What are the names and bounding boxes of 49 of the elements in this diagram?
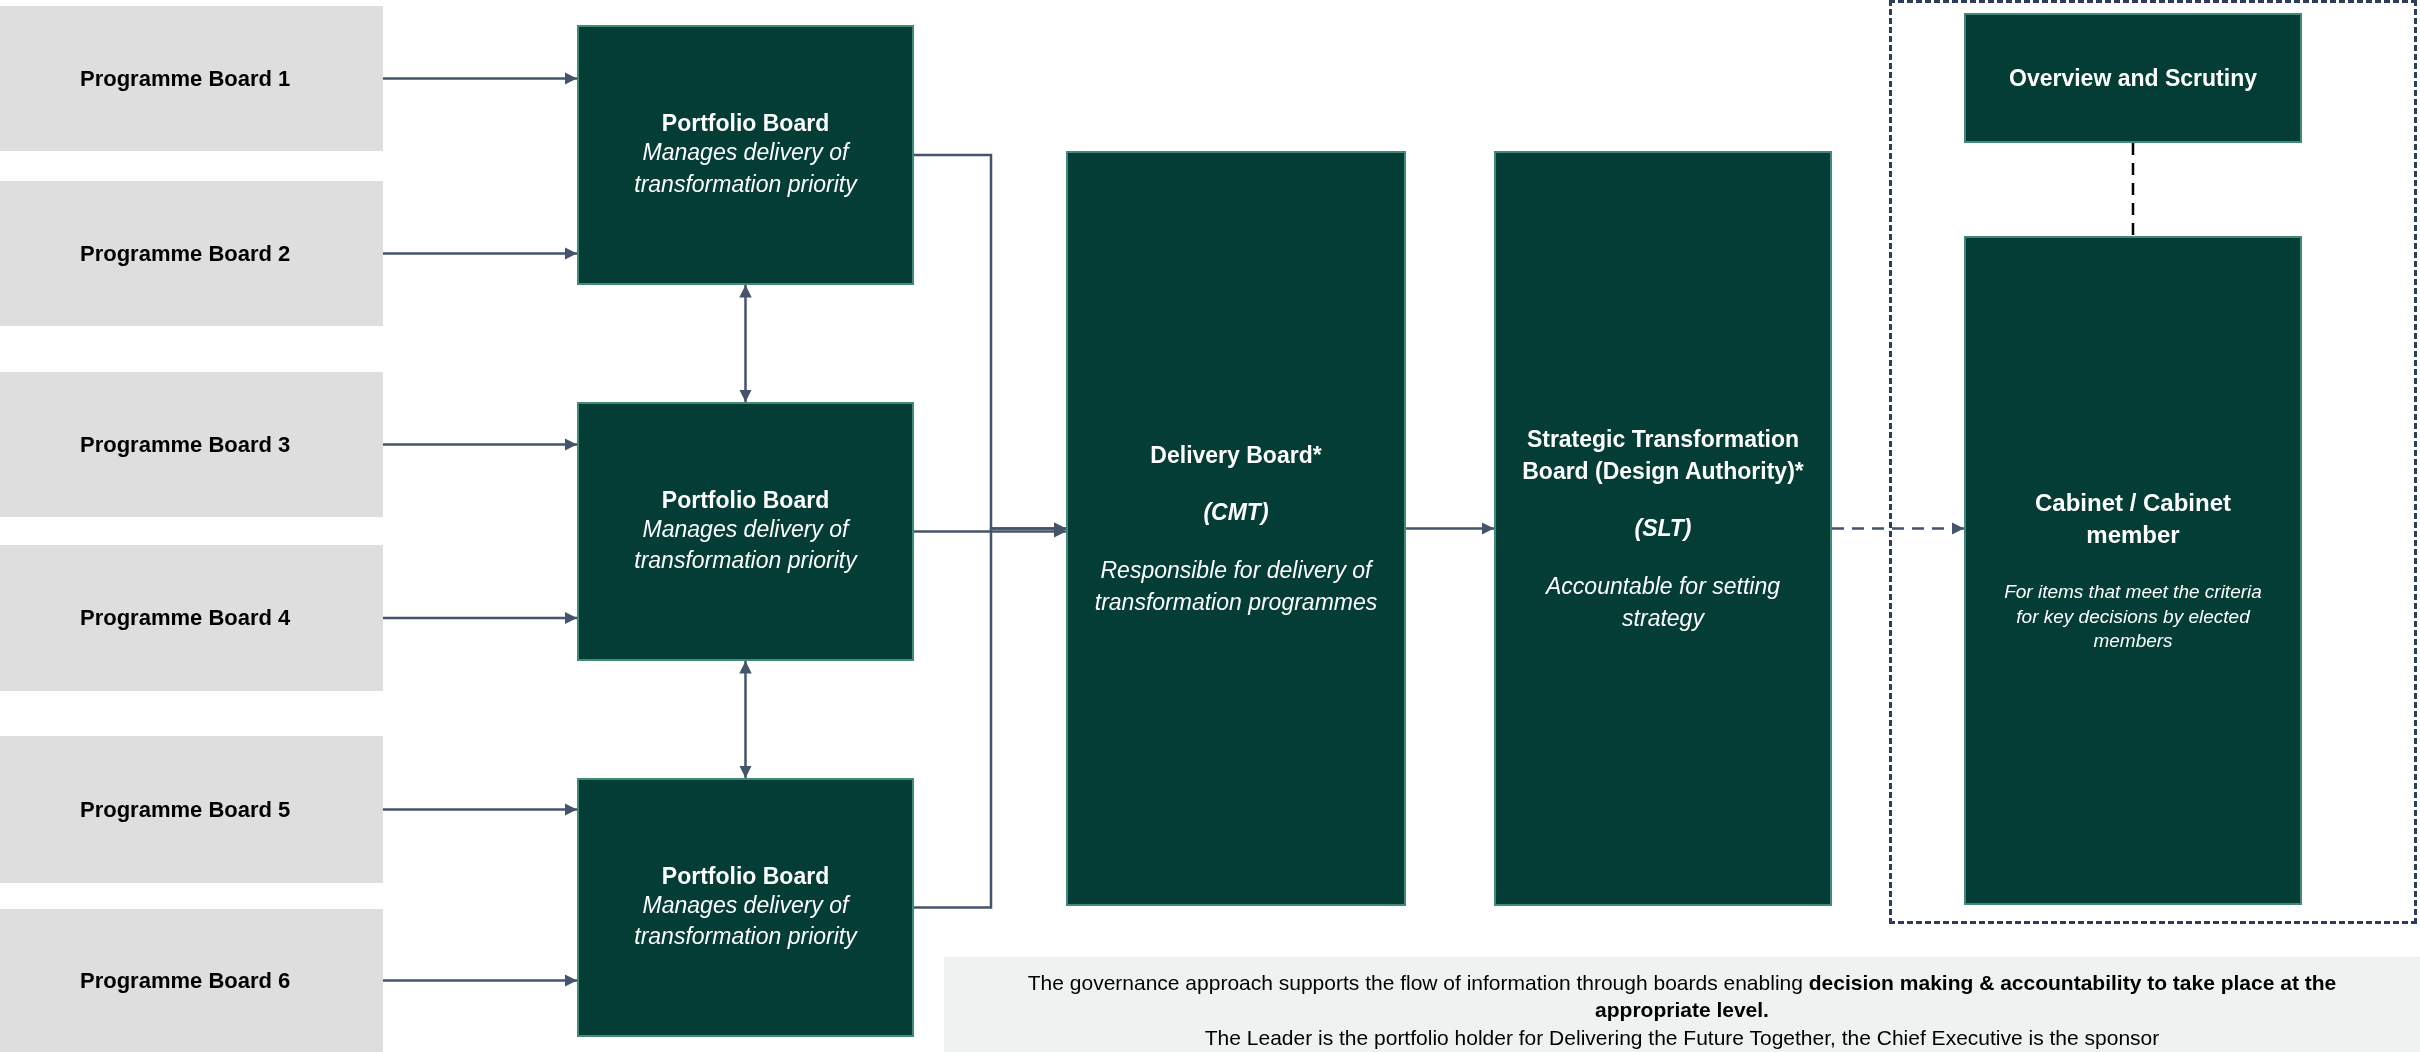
- arrow: [739, 661, 752, 778]
- board-abbreviation: (CMT): [1203, 498, 1269, 526]
- programme-board-box: [0, 181, 383, 326]
- programme-board-box: [0, 6, 383, 151]
- board-title: Programme Board 1: [80, 65, 291, 92]
- board-description: Responsible for delivery of transformation programmes: [1093, 555, 1379, 618]
- arrow: [914, 522, 1066, 909]
- arrow: [383, 438, 577, 451]
- board-box: [1066, 151, 1406, 906]
- arrow: [383, 974, 577, 987]
- programme-board-box: [0, 372, 383, 517]
- board-description: For items that meet the criteria for key decisions by elected members: [2003, 579, 2263, 654]
- board-title: Delivery Board*: [1150, 440, 1322, 470]
- portfolio-board-box: [577, 25, 914, 285]
- programme-board-box: [0, 909, 383, 1052]
- board-description: Manages delivery of transformation priority: [633, 890, 859, 951]
- arrow: [1406, 522, 1494, 535]
- board-title: Cabinet / Cabinet member: [2034, 488, 2232, 551]
- board-title: Programme Board 6: [80, 967, 291, 994]
- programme-board-box: [0, 545, 383, 691]
- board-title: Programme Board 5: [80, 796, 291, 823]
- arrow: [383, 611, 577, 625]
- board-description: Manages delivery of transformation priority: [633, 138, 859, 199]
- dashed-group-box: [1889, 0, 2417, 924]
- note-text: The governance approach supports the flow of information through boards enabling decision making & accountability to take place at the appropriate level.: [1026, 970, 2338, 1024]
- arrow: [383, 247, 577, 260]
- portfolio-board-box: [577, 778, 914, 1037]
- board-title: Portfolio Board: [661, 110, 830, 138]
- board-title: Overview and Scrutiny: [2009, 64, 2257, 92]
- board-title: Portfolio Board: [661, 862, 830, 890]
- programme-board-box: [0, 736, 383, 883]
- board-title: Strategic Transformation Board (Design Authority)*: [1521, 424, 1805, 486]
- board-title: Programme Board 3: [80, 431, 291, 458]
- arrow: [383, 803, 577, 816]
- board-title: Portfolio Board: [661, 486, 830, 514]
- board-box: [1494, 151, 1832, 906]
- connector-line: [2131, 143, 2135, 236]
- note-text: The Leader is the portfolio holder for Delivering the Future Together, the Chief Executive is the sponsor: [1204, 1024, 2160, 1051]
- board-title: Programme Board 2: [80, 240, 291, 267]
- arrow: [739, 285, 752, 402]
- board-description: Accountable for setting strategy: [1544, 572, 1781, 634]
- board-description: Manages delivery of transformation priority: [633, 514, 859, 575]
- arrow: [383, 72, 577, 85]
- portfolio-board-box: [577, 402, 914, 661]
- board-title: Programme Board 4: [80, 605, 291, 631]
- board-box: [1964, 13, 2302, 143]
- arrow: [1832, 522, 1964, 535]
- board-box: [1964, 236, 2302, 905]
- board-abbreviation: (SLT): [1634, 515, 1692, 542]
